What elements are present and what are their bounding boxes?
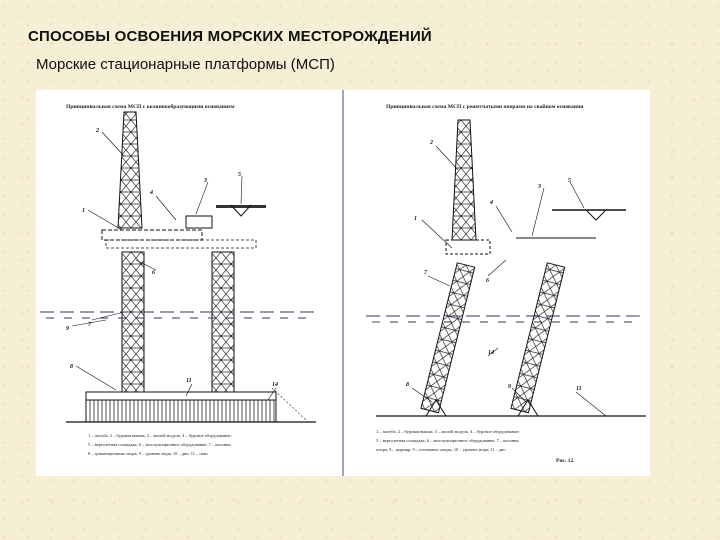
left-caption-line-1: 1 – палуба; 2 – буровая вышка; 3 – жилой…	[88, 433, 232, 438]
callout-14-right: 14	[488, 350, 494, 356]
callout-11-right: 11	[576, 386, 582, 392]
callout-4-right: 4	[489, 200, 493, 206]
right-panel-title: Принципиальная схема МСП с решетчатыми о…	[386, 103, 584, 110]
callout-7-left: 7	[88, 322, 92, 328]
right-panel: Принципиальная схема МСП с решетчатыми о…	[366, 103, 646, 464]
callout-2-right: 2	[429, 140, 433, 146]
callout-8-right: 8	[406, 382, 409, 388]
column-left-2	[211, 251, 235, 393]
column-left-1	[121, 251, 145, 393]
gravity-base-left	[85, 399, 277, 423]
left-caption-line-2: 5 – вертолетная площадка; 6 – эксплуатац…	[88, 442, 232, 447]
figure-number: Рис. 12.	[556, 458, 575, 464]
drilling-derrick-left	[117, 111, 143, 229]
left-panel: Принципиальная схема МСП с колоннообразу…	[40, 103, 316, 456]
right-caption-line-2: 5 – вертолетная площадка; 6 – эксплуатац…	[376, 438, 520, 443]
slide-subtitle: Морские стационарные платформы (МСП)	[36, 56, 335, 73]
drilling-derrick-right	[451, 119, 477, 241]
slide-title: СПОСОБЫ ОСВОЕНИЯ МОРСКИХ МЕСТОРОЖДЕНИЙ	[28, 28, 432, 45]
callout-5-left: 5	[238, 172, 241, 178]
heliport-left	[216, 205, 266, 208]
left-panel-title: Принципиальная схема МСП с колоннообразу…	[66, 103, 235, 110]
left-caption-line-3: 8 – гравитационная опора; 9 – уровень мо…	[88, 451, 208, 456]
callout-1-left: 1	[82, 208, 85, 214]
callout-8-left: 8	[70, 364, 73, 370]
callout-3-left: 3	[203, 178, 207, 184]
callout-9-right: 9	[508, 384, 511, 390]
callout-6-right: 6	[486, 278, 489, 284]
callout-6-left: 6	[152, 270, 155, 276]
callout-3-right: 3	[537, 184, 541, 190]
living-module-left	[185, 215, 213, 229]
deck-right	[445, 239, 491, 255]
callout-2-left: 2	[95, 128, 99, 134]
deck-left	[101, 229, 203, 241]
callout-7-right: 7	[424, 270, 428, 276]
right-caption-line-1: 1 – палуба; 2 – буровая вышка; 3 – жилой…	[376, 429, 520, 434]
callout-4-left: 4	[149, 190, 153, 196]
inclined-support-right-2	[510, 262, 566, 414]
callout-14-left: 14	[272, 382, 278, 388]
callout-1-right: 1	[414, 216, 417, 222]
callout-5-right: 5	[568, 178, 571, 184]
platform-schematics-figure: Принципиальная схема МСП с колоннообразу…	[36, 90, 650, 476]
right-caption-line-3: опора; 8 – шарнир; 9 – основание опоры; …	[376, 447, 506, 452]
callout-11-left: 11	[186, 378, 192, 384]
callout-9-left: 9	[66, 326, 69, 332]
